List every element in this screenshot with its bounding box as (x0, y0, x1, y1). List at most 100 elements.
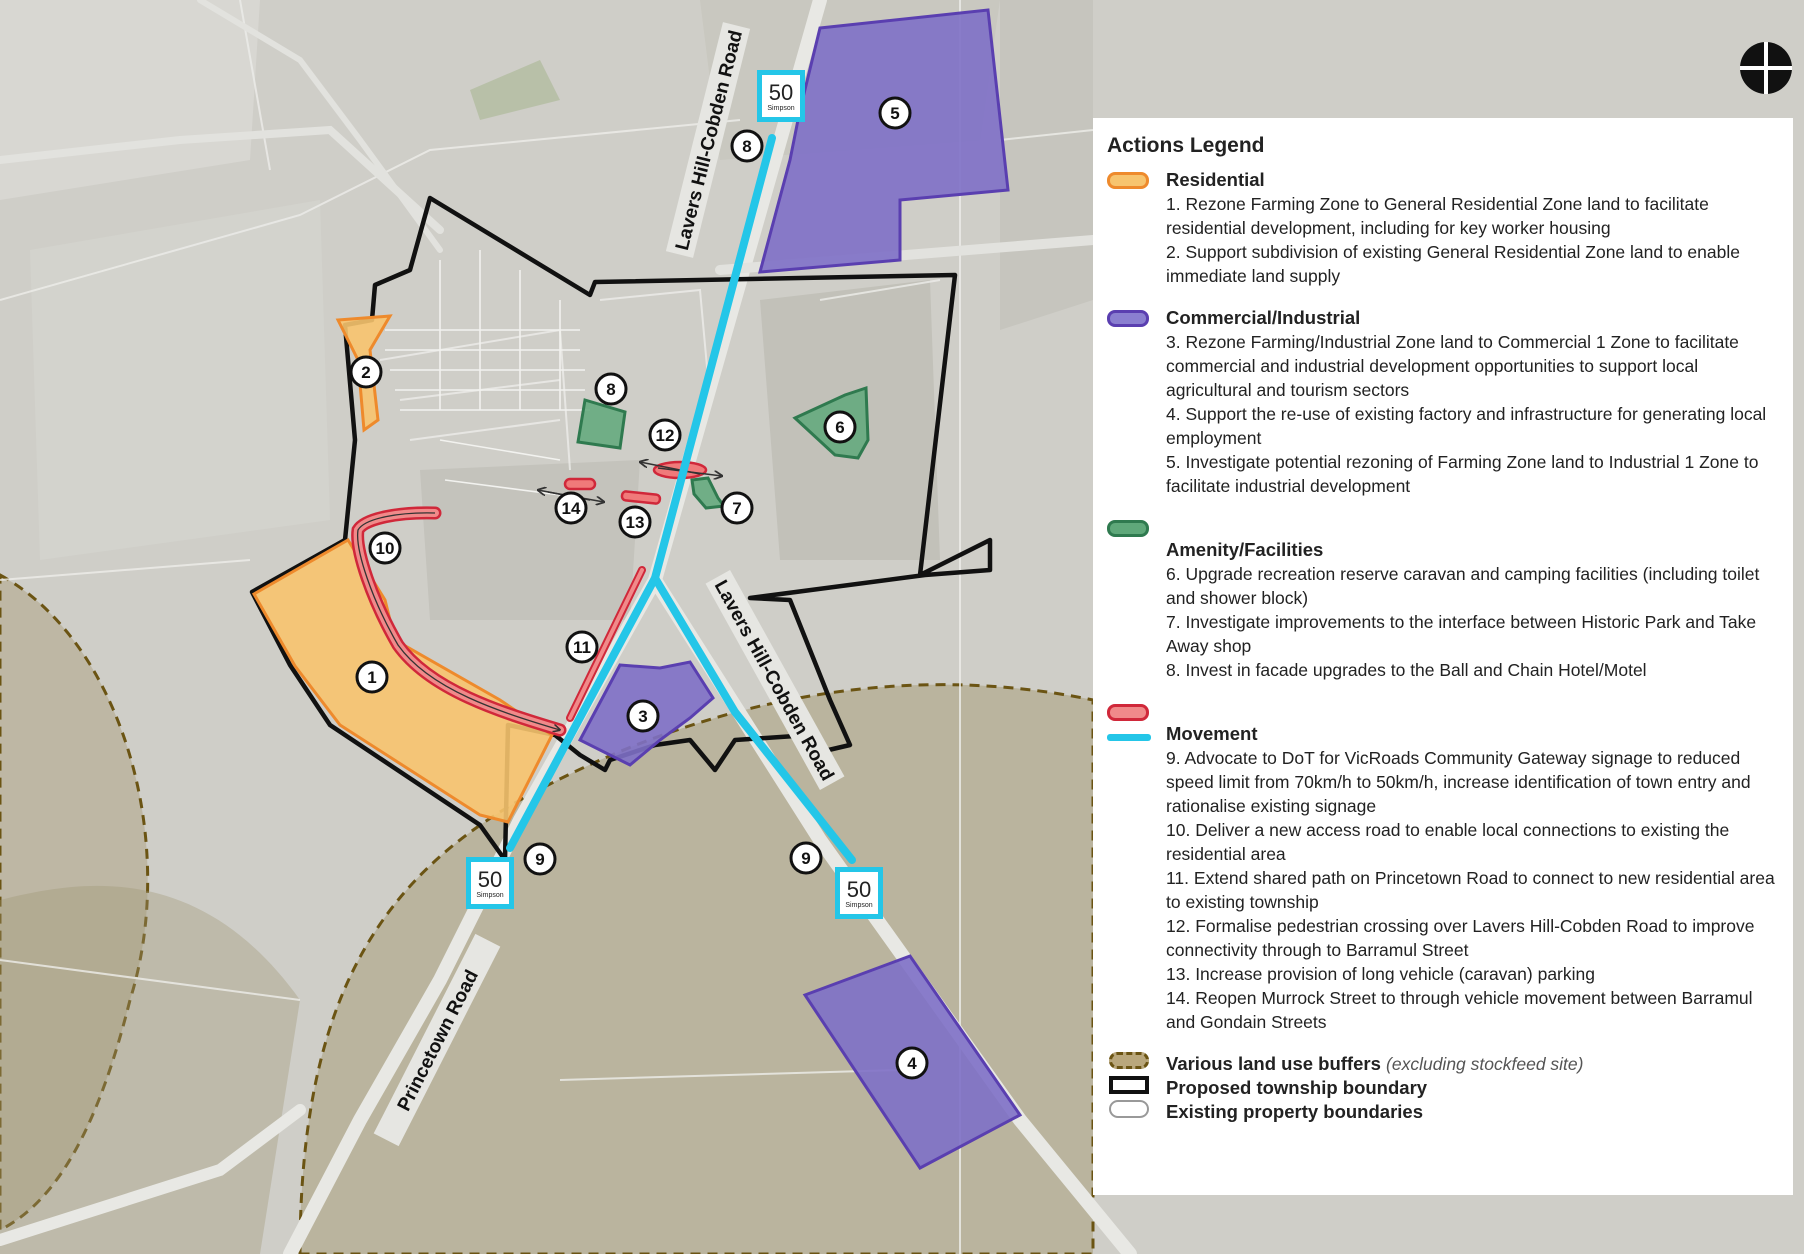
movement-parking-13[interactable] (620, 490, 662, 505)
marker-number: 4 (907, 1054, 917, 1073)
marker-circle (565, 630, 599, 664)
township-boundary-swatch (1109, 1076, 1149, 1094)
action-marker-13[interactable]: 13 (618, 505, 652, 539)
marker-circle (349, 355, 383, 389)
speed-limit-value: 50 (847, 877, 871, 902)
marker-number: 8 (606, 380, 615, 399)
marker-circle (730, 129, 764, 163)
commercial-area-5[interactable] (757, 8, 1010, 274)
speed-sign-face (471, 862, 509, 904)
marker-circle (626, 699, 660, 733)
marker-circle (618, 505, 652, 539)
marker-circle (554, 491, 588, 525)
legend-item: 11. Extend shared path on Princetown Roa… (1166, 868, 1775, 912)
marker-circle (720, 491, 754, 525)
action-marker-3[interactable]: 3 (626, 699, 660, 733)
action-marker-11[interactable]: 11 (565, 630, 599, 664)
buffers-label: Various land use buffers (1166, 1053, 1381, 1074)
speed-sign-town: Simpson (767, 105, 794, 112)
action-marker-5[interactable]: 5 (878, 96, 912, 130)
speed-limit-value: 50 (769, 80, 793, 105)
legend-property: Existing property boundaries (1166, 1101, 1423, 1122)
legend-category-movement: Movement 9. Advocate to DoT for VicRoads… (1107, 700, 1779, 1034)
speed-sign-face (762, 75, 800, 117)
marker-circle (355, 660, 389, 694)
legend-category-commercial: Commercial/Industrial 3. Rezone Farming/… (1107, 306, 1779, 498)
speed-sign-face (840, 872, 878, 914)
movement-swatch (1107, 704, 1149, 721)
commercial-swatch (1107, 310, 1149, 327)
legend-item: 8. Invest in facade upgrades to the Ball… (1166, 660, 1647, 680)
action-marker-2[interactable]: 2 (349, 355, 383, 389)
marker-circle (789, 841, 823, 875)
buffers-note: (excluding stockfeed site) (1386, 1054, 1584, 1074)
movement-shared-path-11[interactable] (566, 566, 646, 722)
marker-circle (368, 531, 402, 565)
amenity-area-8[interactable] (576, 398, 627, 450)
action-marker-1[interactable]: 1 (355, 660, 389, 694)
legend-item: 7. Investigate improvements to the inter… (1166, 612, 1757, 656)
legend-boundaries: Various land use buffers (excluding stoc… (1107, 1052, 1779, 1124)
legend-category-amenity: Amenity/Facilities 6. Upgrade recreation… (1107, 516, 1779, 682)
action-marker-7[interactable]: 7 (720, 491, 754, 525)
action-marker-4[interactable]: 4 (895, 1046, 929, 1080)
action-marker-14[interactable]: 14 (554, 491, 588, 525)
legend-heading: Amenity/Facilities (1166, 539, 1324, 560)
legend-item: 13. Increase provision of long vehicle (… (1166, 964, 1595, 984)
marker-number: 3 (638, 707, 647, 726)
movement-access-road-10[interactable] (351, 506, 567, 737)
marker-number: 6 (835, 418, 844, 437)
legend-heading: Residential (1166, 169, 1265, 190)
marker-number: 1 (367, 668, 376, 687)
marker-number: 8 (742, 137, 751, 156)
action-marker-8[interactable]: 8 (730, 129, 764, 163)
legend-title: Actions Legend (1107, 134, 1265, 157)
action-marker-9[interactable]: 9 (789, 841, 823, 875)
north-arrow-icon (1740, 42, 1792, 94)
legend-item: 2. Support subdivision of existing Gener… (1166, 242, 1740, 286)
actions-legend: Actions Legend Residential 1. Rezone Far… (1093, 118, 1793, 1195)
action-marker-10[interactable]: 10 (368, 531, 402, 565)
residential-lots (385, 250, 590, 496)
legend-item: 9. Advocate to DoT for VicRoads Communit… (1166, 748, 1751, 816)
amenity-swatch (1107, 520, 1149, 537)
marker-circle (594, 372, 628, 406)
marker-number: 12 (656, 426, 675, 445)
legend-heading: Movement (1166, 723, 1258, 744)
legend-heading: Commercial/Industrial (1166, 307, 1361, 328)
legend-item: 6. Upgrade recreation reserve caravan an… (1166, 564, 1760, 608)
action-marker-9[interactable]: 9 (523, 842, 557, 876)
legend-item: 5. Investigate potential rezoning of Far… (1166, 452, 1759, 496)
marker-number: 10 (376, 539, 395, 558)
property-boundary-swatch (1109, 1100, 1149, 1118)
speed-limit-value: 50 (478, 867, 502, 892)
marker-circle (895, 1046, 929, 1080)
marker-number: 13 (626, 513, 645, 532)
marker-number: 7 (732, 499, 741, 518)
movement-line-swatch (1107, 734, 1151, 741)
field-parcels (0, 0, 1093, 620)
legend-township: Proposed township boundary (1166, 1077, 1428, 1098)
marker-number: 9 (801, 849, 810, 868)
marker-circle (823, 410, 857, 444)
action-marker-12[interactable]: 12 (648, 418, 682, 452)
legend-buffers: Various land use buffers (excluding stoc… (1166, 1052, 1779, 1076)
speed-sign-town: Simpson (476, 892, 503, 899)
marker-number: 11 (573, 638, 591, 657)
marker-number: 9 (535, 850, 544, 869)
marker-number: 5 (890, 104, 899, 123)
marker-circle (878, 96, 912, 130)
legend-item: 1. Rezone Farming Zone to General Reside… (1166, 194, 1709, 238)
marker-circle (523, 842, 557, 876)
action-marker-8[interactable]: 8 (594, 372, 628, 406)
main-route-southeast[interactable] (651, 574, 856, 864)
legend-item: 4. Support the re-use of existing factor… (1166, 404, 1767, 448)
legend-item: 14. Reopen Murrock Street to through veh… (1166, 988, 1753, 1032)
action-marker-6[interactable]: 6 (823, 410, 857, 444)
marker-number: 14 (562, 499, 581, 518)
